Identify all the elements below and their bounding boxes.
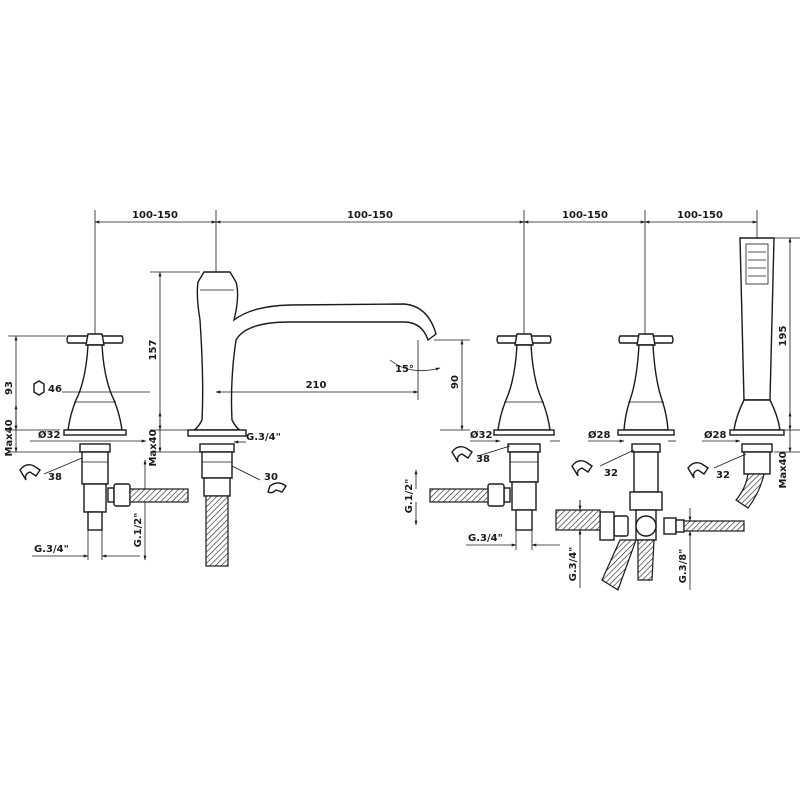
hand-shower	[729, 237, 785, 509]
dim-wrench-38-left: 38	[48, 472, 62, 483]
dim-g12-left: G.1/2"	[133, 513, 144, 548]
dim-spacing-2: 100-150	[347, 210, 393, 221]
dim-shower-height-195: 195	[778, 326, 789, 347]
dim-dia32-left: Ø32	[38, 429, 60, 441]
middle-valve-handle	[429, 333, 555, 531]
dim-hex-46: 46	[48, 384, 62, 395]
dim-max40-right: Max40	[778, 451, 789, 488]
dim-g34-left: G.3/4"	[34, 544, 69, 555]
dim-dia32-mid: Ø32	[470, 429, 492, 441]
dim-wrench-32-mid: 32	[604, 468, 618, 479]
dim-max40-left: Max40	[4, 419, 15, 456]
dim-handle-height-93: 93	[4, 381, 15, 395]
dim-g34-spout: G.3/4"	[246, 432, 281, 443]
dim-spacing-1: 100-150	[132, 210, 178, 221]
middle-valve-dimensions: Ø32 38 G.1/2" G.3/4"	[404, 429, 560, 550]
dim-spout-outlet-90: 90	[450, 375, 461, 389]
left-valve-handle: 46	[33, 333, 189, 531]
diverter-valve-handle	[555, 333, 745, 591]
dim-max40-spout: Max40	[148, 429, 159, 466]
top-dimension-chain: 100-150 100-150 100-150 100-150	[94, 210, 758, 340]
dim-g34-vertical: G.3/4"	[568, 547, 579, 582]
dim-wrench-30: 30	[264, 472, 278, 483]
dim-g38-vertical: G.3/8"	[678, 549, 689, 584]
dim-spout-angle-15: 15°	[395, 364, 414, 375]
diverter-valve-dimensions: Ø28 32 G.3/4" G.3/8"	[568, 429, 692, 590]
left-handle-dimensions: 93 Max40 Ø32 38 G.3/4" G.1/2"	[4, 335, 147, 561]
dim-dia28-right: Ø28	[704, 429, 726, 441]
dim-g12-right: G.1/2"	[404, 479, 415, 514]
dim-spout-height-157: 157	[148, 340, 159, 361]
dim-dia28-mid: Ø28	[588, 429, 610, 441]
spout	[187, 271, 437, 567]
dim-g34-bottom-mid: G.3/4"	[468, 533, 503, 544]
dim-spacing-3: 100-150	[562, 210, 608, 221]
dim-wrench-38-mid: 38	[476, 454, 490, 465]
dim-spacing-4: 100-150	[677, 210, 723, 221]
spout-dimensions: 157 Max40 210 90 15° G.3/4" 30	[148, 271, 470, 494]
dim-wrench-32-right: 32	[716, 470, 730, 481]
hand-shower-dimensions: 195 Max40 Ø28 32	[687, 237, 800, 489]
dim-spout-reach-210: 210	[306, 380, 327, 391]
